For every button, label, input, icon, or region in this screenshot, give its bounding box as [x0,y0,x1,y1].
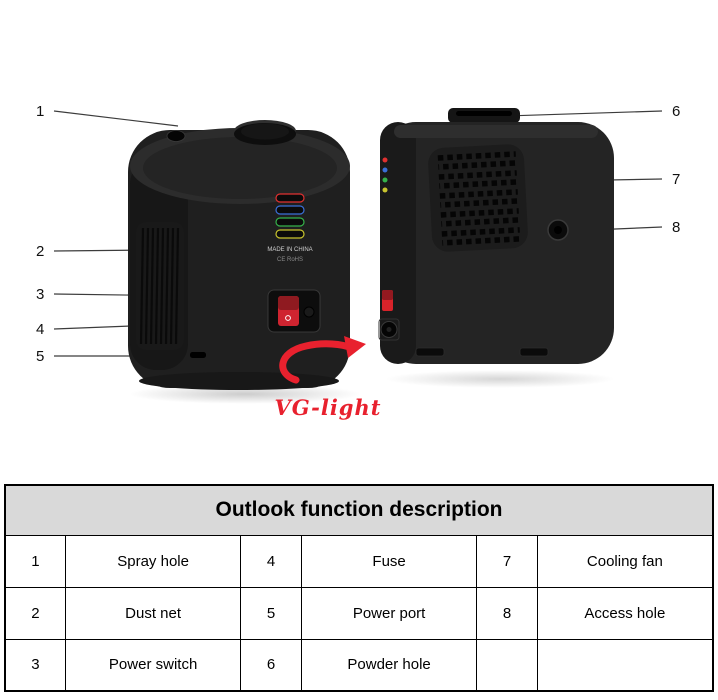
part-label: Dust net [64,586,242,640]
powder-hole-handle [448,108,520,123]
part-number: 5 [240,586,302,640]
part-number [476,638,538,692]
bottom-grille-slots [415,347,549,357]
cooling-fan-vent [428,144,528,252]
table-row: 1 Spray hole 4 Fuse 7 Cooling fan [4,534,714,588]
part-number: 2 [4,586,66,640]
dust-net [136,222,184,350]
outlook-function-table: Outlook function description 1 Spray hol… [4,484,714,692]
callout-number-1: 1 [36,103,45,120]
brand-logo-arrow [279,336,366,384]
part-label: Spray hole [64,534,242,588]
part-number: 4 [240,534,302,588]
side-indicator-lights [382,157,388,193]
part-label: Fuse [300,534,478,588]
brand-logo-text: VG-light [274,395,382,420]
made-in-china-print: MADE IN CHINA [267,247,312,253]
part-label: Access hole [536,586,714,640]
fuse-holder [303,306,315,318]
device-back-view [372,104,624,382]
callout-number-2: 2 [36,243,45,260]
part-label: Cooling fan [536,534,714,588]
product-diagram: MADE IN CHINA CE RoHS [36,103,681,420]
power-port [378,318,400,341]
part-label [536,638,714,692]
side-power-switch [382,290,393,311]
power-port-slot [190,352,206,358]
indicator-light-2 [275,205,305,215]
indicator-light-1 [275,193,305,203]
part-label: Power switch [64,638,242,692]
table-header-row: Outlook function description [4,484,714,536]
back-device-top-highlight [394,125,598,138]
table-row: 3 Power switch 6 Powder hole [4,638,714,692]
front-device-lid-inner [143,137,337,199]
front-device-shadow [128,384,362,404]
table-row: 2 Dust net 5 Power port 8 Access hole [4,586,714,640]
indicator-light-4 [275,229,305,239]
indicator-lights [275,193,305,239]
callout-number-7: 7 [672,171,681,188]
indicator-light-3 [275,217,305,227]
callout-number-8: 8 [672,219,681,236]
table-title: Outlook function description [4,484,714,536]
access-hole [547,219,569,241]
callout-number-3: 3 [36,286,45,303]
top-cap-inner [241,123,289,140]
part-number: 3 [4,638,66,692]
switch-marking [285,315,291,321]
callout-number-4: 4 [36,321,45,338]
callout-number-5: 5 [36,348,45,365]
part-number: 1 [4,534,66,588]
power-switch-top [278,296,299,310]
device-front-view: MADE IN CHINA CE RoHS [116,118,361,398]
spray-hole [166,130,186,142]
back-device-shadow [384,370,616,388]
part-number: 6 [240,638,302,692]
brand-logo: VG-light [262,330,394,420]
certification-marks: CE RoHS [277,257,303,263]
part-label: Power port [300,586,478,640]
callout-number-6: 6 [672,103,681,120]
fuse-panel [267,289,321,333]
part-label: Powder hole [300,638,478,692]
part-number: 7 [476,534,538,588]
part-number: 8 [476,586,538,640]
